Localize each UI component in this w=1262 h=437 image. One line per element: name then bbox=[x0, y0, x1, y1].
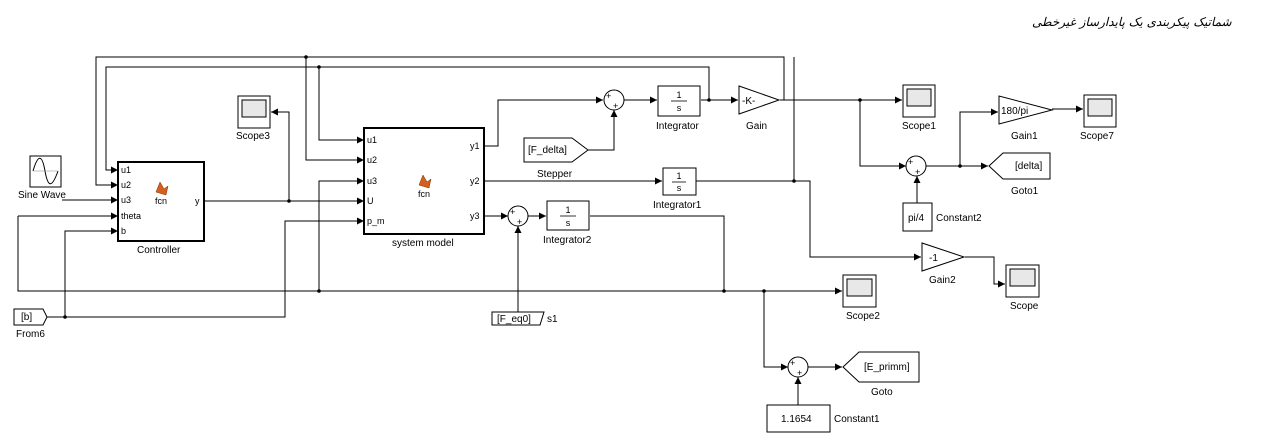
constant1-block[interactable]: 1.1654 Constant1 bbox=[766, 404, 880, 433]
system-port-y3: y3 bbox=[470, 211, 480, 221]
f-eq0-tag: [F_eq0] bbox=[497, 314, 531, 325]
from6-tag: [b] bbox=[21, 312, 32, 323]
controller-fcn: fcn bbox=[155, 196, 167, 206]
matlab-logo-icon bbox=[155, 181, 169, 196]
integrator1-block[interactable]: 1 s Integrator1 bbox=[653, 167, 702, 211]
system-port-y1: y1 bbox=[470, 141, 480, 151]
system-port-p-m: p_m bbox=[367, 216, 385, 226]
sum-block-1[interactable]: + + bbox=[603, 89, 625, 111]
goto1-block[interactable]: [delta] Goto1 bbox=[988, 152, 1051, 197]
controller-port-theta: theta bbox=[121, 211, 141, 221]
sine-wave-block[interactable]: Sine Wave bbox=[18, 155, 66, 201]
svg-text:s: s bbox=[677, 183, 682, 193]
integrator2-block[interactable]: 1 s Integrator2 bbox=[543, 200, 592, 246]
controller-port-u2: u2 bbox=[121, 180, 131, 190]
svg-text:+: + bbox=[613, 101, 618, 111]
stepper-block[interactable]: [F_delta] Stepper bbox=[523, 137, 589, 180]
e-primm-tag: [E_primm] bbox=[864, 362, 910, 373]
svg-text:+: + bbox=[915, 167, 920, 177]
constant1-label: Constant1 bbox=[834, 414, 880, 425]
scope2-label: Scope2 bbox=[846, 311, 880, 322]
svg-text:+: + bbox=[517, 217, 522, 227]
svg-text:s: s bbox=[677, 103, 682, 113]
svg-text:+: + bbox=[510, 207, 515, 217]
system-port-U: U bbox=[367, 196, 374, 206]
sum-block-3[interactable]: + + bbox=[507, 205, 529, 227]
svg-text:+: + bbox=[908, 157, 913, 167]
gain1-value: 180/pi bbox=[1001, 106, 1028, 117]
controller-label: Controller bbox=[137, 245, 181, 256]
svg-text:1: 1 bbox=[565, 205, 570, 215]
integrator-block[interactable]: 1 s Integrator bbox=[656, 85, 701, 132]
goto1-label: Goto1 bbox=[1011, 186, 1039, 197]
s1-label: s1 bbox=[547, 314, 558, 325]
system-model-block[interactable]: u1 u2 u3 U p_m y1 y2 y3 fcn system model bbox=[363, 127, 485, 249]
system-port-u3: u3 bbox=[367, 176, 377, 186]
from6-label: From6 bbox=[16, 329, 45, 340]
svg-text:+: + bbox=[606, 91, 611, 101]
svg-text:1: 1 bbox=[676, 90, 681, 100]
gain-value: -K- bbox=[742, 96, 755, 107]
integrator-label: Integrator bbox=[656, 121, 699, 132]
controller-port-b: b bbox=[121, 226, 126, 236]
scope7-label: Scope7 bbox=[1080, 131, 1114, 142]
gain1-block[interactable]: 180/pi Gain1 bbox=[998, 95, 1054, 142]
scope3-block[interactable]: Scope3 bbox=[236, 95, 271, 142]
constant2-value: pi/4 bbox=[908, 213, 925, 224]
integrator2-label: Integrator2 bbox=[543, 235, 592, 246]
constant2-label: Constant2 bbox=[936, 213, 982, 224]
scope2-block[interactable]: Scope2 bbox=[842, 274, 880, 322]
stepper-label: Stepper bbox=[537, 169, 573, 180]
system-fcn: fcn bbox=[418, 189, 430, 199]
matlab-logo-icon bbox=[418, 174, 432, 189]
controller-port-y: y bbox=[195, 196, 200, 206]
system-port-u1: u1 bbox=[367, 135, 377, 145]
constant1-value: 1.1654 bbox=[781, 414, 812, 425]
wire-junctions bbox=[63, 55, 962, 319]
system-model-label: system model bbox=[392, 238, 454, 249]
s1-block[interactable]: [F_eq0] s1 bbox=[491, 311, 558, 326]
scope-label: Scope bbox=[1010, 301, 1039, 312]
scope1-label: Scope1 bbox=[902, 121, 936, 132]
goto-label: Goto bbox=[871, 387, 893, 398]
f-delta-tag: [F_delta] bbox=[528, 145, 567, 156]
sum-block-4[interactable]: + + bbox=[787, 356, 809, 378]
goto-block[interactable]: [E_primm] Goto bbox=[842, 351, 920, 398]
diagram-title: شماتیک پیکربندی یک پایدارساز غیرخطی bbox=[1032, 15, 1233, 29]
scope3-label: Scope3 bbox=[236, 131, 270, 142]
gain2-block[interactable]: -1 Gain2 bbox=[921, 242, 966, 286]
integrator1-label: Integrator1 bbox=[653, 200, 702, 211]
signal-wires bbox=[17, 56, 1083, 405]
gain2-value: -1 bbox=[929, 253, 938, 264]
svg-text:s: s bbox=[566, 218, 571, 228]
controller-port-u3: u3 bbox=[121, 195, 131, 205]
scope7-block[interactable]: Scope7 bbox=[1080, 94, 1117, 142]
gain-label: Gain bbox=[746, 121, 767, 132]
svg-text:1: 1 bbox=[676, 171, 681, 181]
constant2-block[interactable]: pi/4 Constant2 bbox=[902, 202, 982, 232]
scope-block[interactable]: Scope bbox=[1005, 264, 1040, 312]
svg-text:+: + bbox=[790, 358, 795, 368]
sine-wave-label: Sine Wave bbox=[18, 190, 66, 201]
system-port-y2: y2 bbox=[470, 176, 480, 186]
delta-tag: [delta] bbox=[1015, 161, 1042, 172]
controller-block[interactable]: u1 u2 u3 theta b y fcn Controller bbox=[117, 161, 205, 256]
scope1-block[interactable]: Scope1 bbox=[902, 84, 936, 132]
gain2-label: Gain2 bbox=[929, 275, 956, 286]
gain-block[interactable]: -K- Gain bbox=[738, 85, 781, 132]
svg-text:+: + bbox=[797, 368, 802, 378]
from6-block[interactable]: [b] From6 bbox=[13, 308, 48, 340]
gain1-label: Gain1 bbox=[1011, 131, 1038, 142]
controller-port-u1: u1 bbox=[121, 165, 131, 175]
sum-block-2[interactable]: + + bbox=[905, 155, 927, 177]
system-port-u2: u2 bbox=[367, 155, 377, 165]
